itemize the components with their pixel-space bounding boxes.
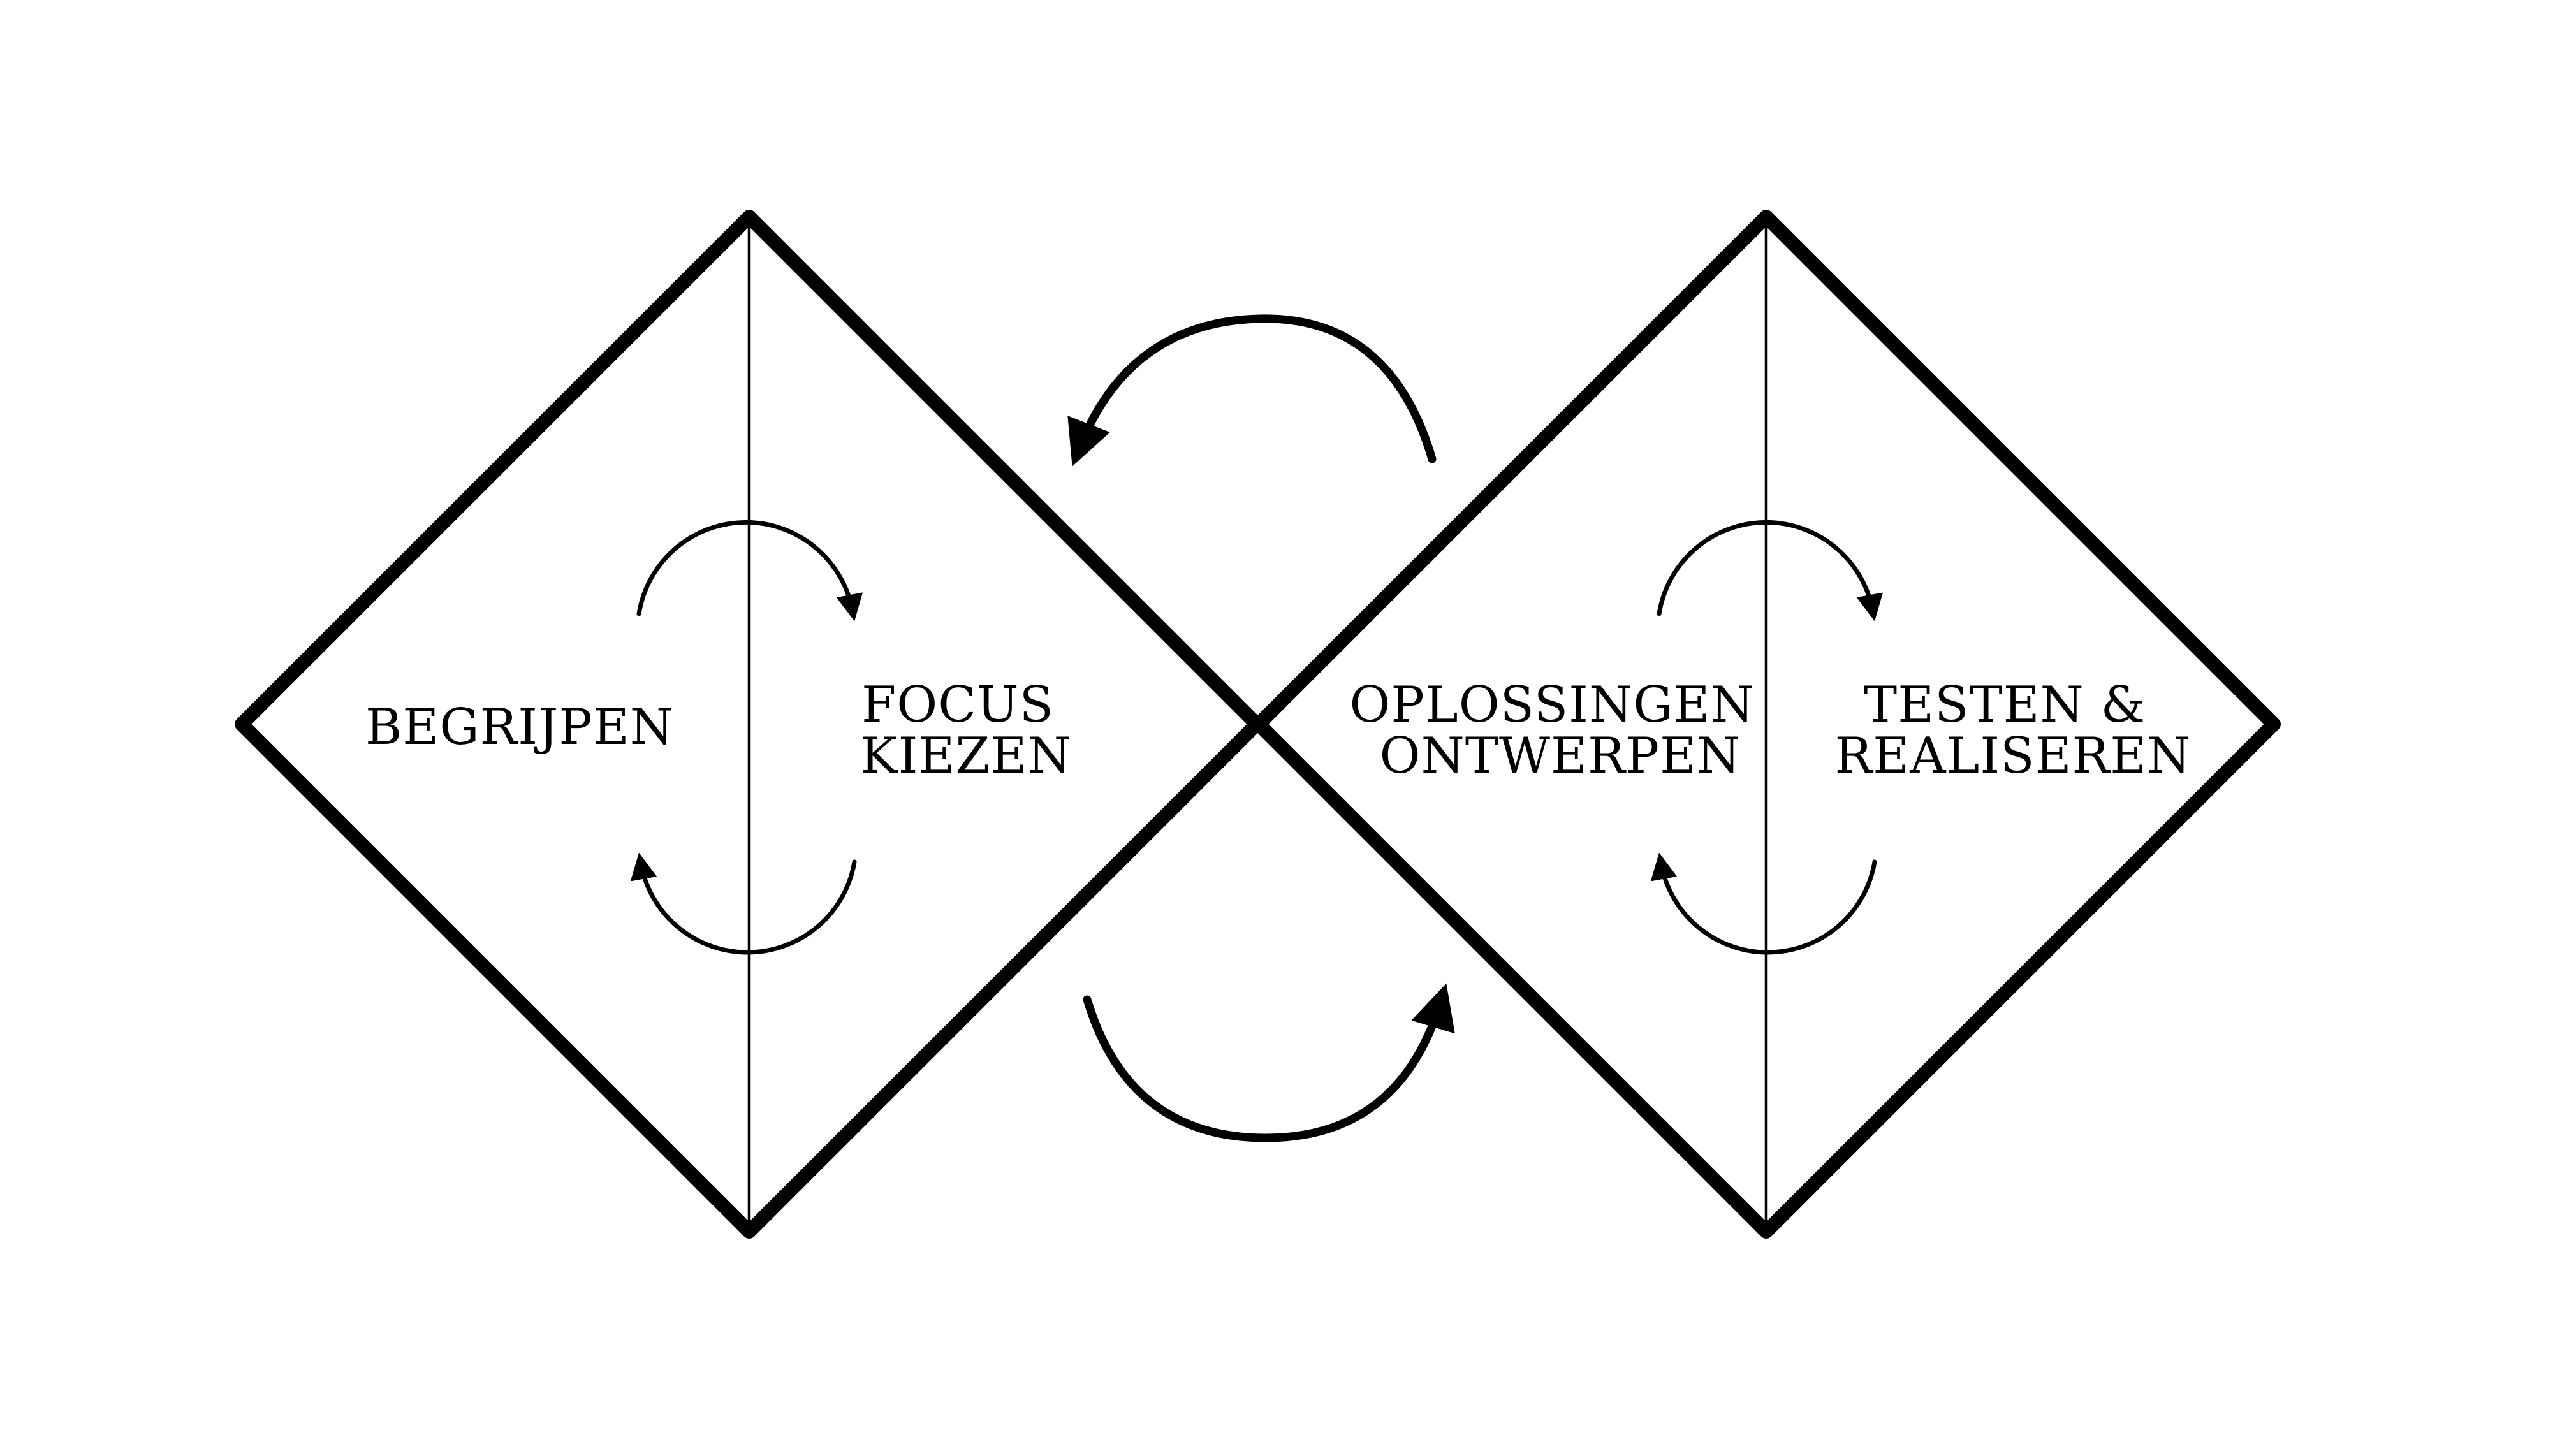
phase-label-line: ONTWERPEN xyxy=(1380,727,1741,785)
cycle-arrow-back xyxy=(1067,314,1437,467)
phase-label-line: TESTEN & xyxy=(1864,676,2146,734)
phase-label-begrijpen: BEGRIJPEN xyxy=(365,699,674,756)
right-loop-bottom-arrow xyxy=(1650,852,1877,955)
phase-label-line: BEGRIJPEN xyxy=(365,699,674,756)
left-loop-top-arrow xyxy=(636,520,863,622)
phase-label-line: REALISEREN xyxy=(1835,727,2192,785)
phase-label-focus-kiezen: FOCUS KIEZEN xyxy=(860,676,1071,785)
left-diamond: BEGRIJPEN FOCUS KIEZEN xyxy=(235,210,1264,1239)
phase-label-oplossingen-ontwerpen: OPLOSSINGEN ONTWERPEN xyxy=(1349,676,1771,785)
right-loop-top-arrow xyxy=(1657,520,1883,622)
left-loop-bottom-arrow xyxy=(630,852,857,955)
cycle-arrow-forward xyxy=(1083,983,1455,1142)
phase-label-line: KIEZEN xyxy=(860,727,1071,785)
phase-label-line: OPLOSSINGEN xyxy=(1349,676,1754,734)
phase-label-line: FOCUS xyxy=(861,676,1054,734)
right-diamond: OPLOSSINGEN ONTWERPEN TESTEN & REALISERE… xyxy=(1252,210,2281,1239)
phase-label-testen-realiseren: TESTEN & REALISEREN xyxy=(1835,676,2192,785)
